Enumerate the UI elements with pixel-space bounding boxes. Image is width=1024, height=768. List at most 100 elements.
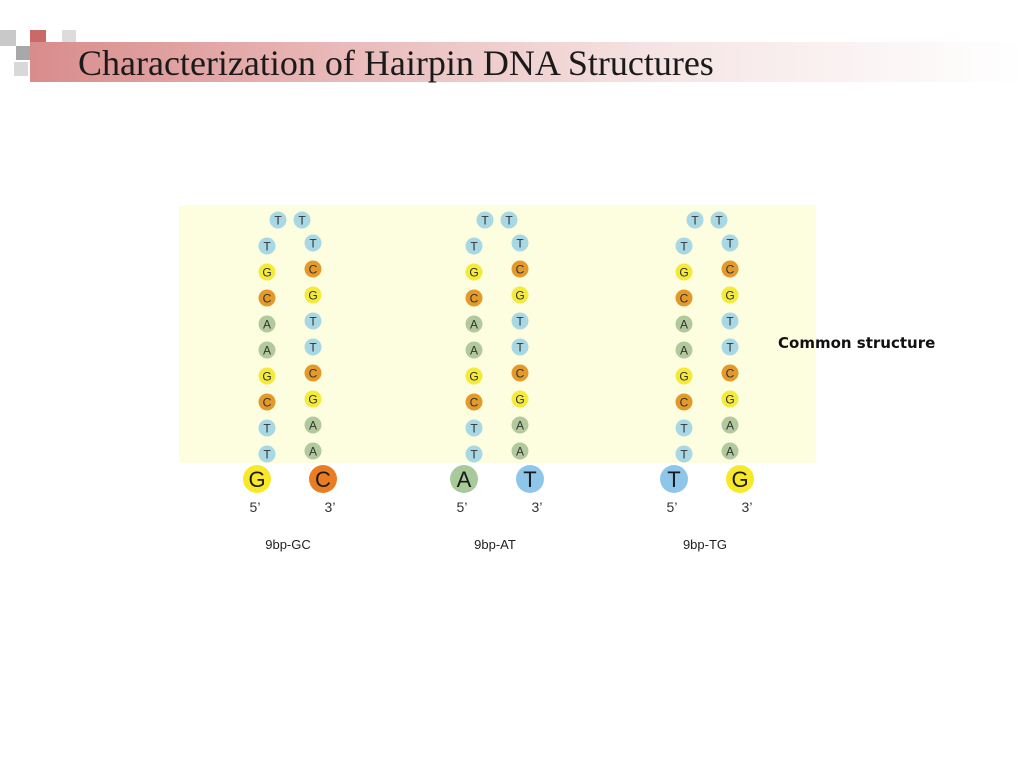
right-strand-base-letter: G xyxy=(308,288,317,302)
left-strand-base-circle xyxy=(465,237,483,255)
corner-square-5 xyxy=(62,30,76,44)
left-strand-base-circle xyxy=(258,419,276,437)
left-strand-base-letter: T xyxy=(680,421,688,435)
left-strand-base-circle xyxy=(675,263,693,281)
left-strand-base-letter: T xyxy=(470,447,478,461)
loop-base-circle xyxy=(686,211,704,229)
right-strand-base-circle xyxy=(511,234,529,252)
left-strand-base-letter: G xyxy=(679,265,688,279)
terminal-base-circle xyxy=(450,465,478,493)
right-strand-base-circle xyxy=(511,390,529,408)
right-strand-base-circle xyxy=(511,286,529,304)
left-strand-base-letter: T xyxy=(680,447,688,461)
hairpin-name-label: 9bp-AT xyxy=(474,537,516,552)
right-strand-base-circle xyxy=(721,442,739,460)
right-strand-base-circle xyxy=(304,286,322,304)
end-label: 5’ xyxy=(250,499,261,515)
left-strand-base-circle xyxy=(465,315,483,333)
slide-title: Characterization of Hairpin DNA Structur… xyxy=(78,43,714,83)
loop-base-circle xyxy=(269,211,287,229)
left-strand-base-circle xyxy=(675,289,693,307)
right-strand-base-letter: G xyxy=(308,392,317,406)
left-strand-base-circle xyxy=(258,263,276,281)
right-strand-base-circle xyxy=(304,234,322,252)
left-strand-base-letter: C xyxy=(263,291,272,305)
right-strand-base-letter: A xyxy=(309,444,317,458)
loop-base-circle xyxy=(293,211,311,229)
left-strand-base-letter: T xyxy=(470,239,478,253)
right-strand-base-letter: C xyxy=(726,262,735,276)
left-strand-base-letter: T xyxy=(263,421,271,435)
right-strand-base-circle xyxy=(721,260,739,278)
right-strand-base-letter: C xyxy=(516,262,525,276)
right-strand-base-letter: T xyxy=(309,236,317,250)
right-strand-base-letter: T xyxy=(726,236,734,250)
left-strand-base-circle xyxy=(465,367,483,385)
loop-base-circle xyxy=(710,211,728,229)
left-strand-base-letter: C xyxy=(680,395,689,409)
right-strand-base-letter: C xyxy=(516,366,525,380)
right-strand-base-letter: T xyxy=(516,314,524,328)
common-structure-band xyxy=(179,205,816,463)
terminal-base-circle xyxy=(660,465,688,493)
right-strand-base-letter: G xyxy=(515,392,524,406)
left-strand-base-letter: G xyxy=(469,265,478,279)
right-strand-base-circle xyxy=(721,416,739,434)
left-strand-base-letter: C xyxy=(263,395,272,409)
right-strand-base-circle xyxy=(304,338,322,356)
right-strand-base-circle xyxy=(304,416,322,434)
loop-base-letter: T xyxy=(505,213,513,227)
left-strand-base-circle xyxy=(675,445,693,463)
loop-base-circle xyxy=(476,211,494,229)
right-strand-base-circle xyxy=(721,234,739,252)
end-label: 5’ xyxy=(457,499,468,515)
corner-square-7 xyxy=(14,62,28,76)
right-strand-base-circle xyxy=(304,364,322,382)
end-label: 3’ xyxy=(325,499,336,515)
right-strand-base-circle xyxy=(721,364,739,382)
terminal-base-letter: G xyxy=(248,467,265,492)
right-strand-base-circle xyxy=(304,260,322,278)
right-strand-base-circle xyxy=(511,338,529,356)
terminal-base-circle xyxy=(243,465,271,493)
right-strand-base-letter: A xyxy=(516,418,524,432)
left-strand-base-letter: A xyxy=(470,343,478,357)
left-strand-base-circle xyxy=(675,393,693,411)
left-strand-base-circle xyxy=(465,445,483,463)
terminal-base-letter: T xyxy=(523,467,536,492)
right-strand-base-letter: T xyxy=(516,236,524,250)
left-strand-base-letter: T xyxy=(263,239,271,253)
terminal-base-circle xyxy=(516,465,544,493)
hairpin-name-label: 9bp-GC xyxy=(265,537,311,552)
right-strand-base-circle xyxy=(304,312,322,330)
right-strand-base-letter: C xyxy=(309,262,318,276)
left-strand-base-letter: G xyxy=(262,369,271,383)
right-strand-base-circle xyxy=(511,416,529,434)
left-strand-base-circle xyxy=(675,237,693,255)
right-strand-base-circle xyxy=(511,364,529,382)
loop-base-letter: T xyxy=(691,213,699,227)
right-strand-base-letter: A xyxy=(516,444,524,458)
common-structure-label: Common structure xyxy=(778,334,936,352)
left-strand-base-circle xyxy=(258,445,276,463)
right-strand-base-circle xyxy=(721,286,739,304)
left-strand-base-letter: A xyxy=(680,317,688,331)
end-label: 3’ xyxy=(532,499,543,515)
loop-base-letter: T xyxy=(715,213,723,227)
left-strand-base-letter: G xyxy=(679,369,688,383)
right-strand-base-circle xyxy=(304,442,322,460)
right-strand-base-circle xyxy=(511,260,529,278)
left-strand-base-circle xyxy=(465,341,483,359)
left-strand-base-letter: A xyxy=(680,343,688,357)
right-strand-base-circle xyxy=(721,338,739,356)
right-strand-base-letter: C xyxy=(309,366,318,380)
hairpin-name-label: 9bp-TG xyxy=(683,537,727,552)
loop-base-letter: T xyxy=(298,213,306,227)
left-strand-base-circle xyxy=(258,367,276,385)
loop-base-circle xyxy=(500,211,518,229)
right-strand-base-letter: T xyxy=(309,314,317,328)
right-strand-base-letter: T xyxy=(726,314,734,328)
left-strand-base-circle xyxy=(675,367,693,385)
